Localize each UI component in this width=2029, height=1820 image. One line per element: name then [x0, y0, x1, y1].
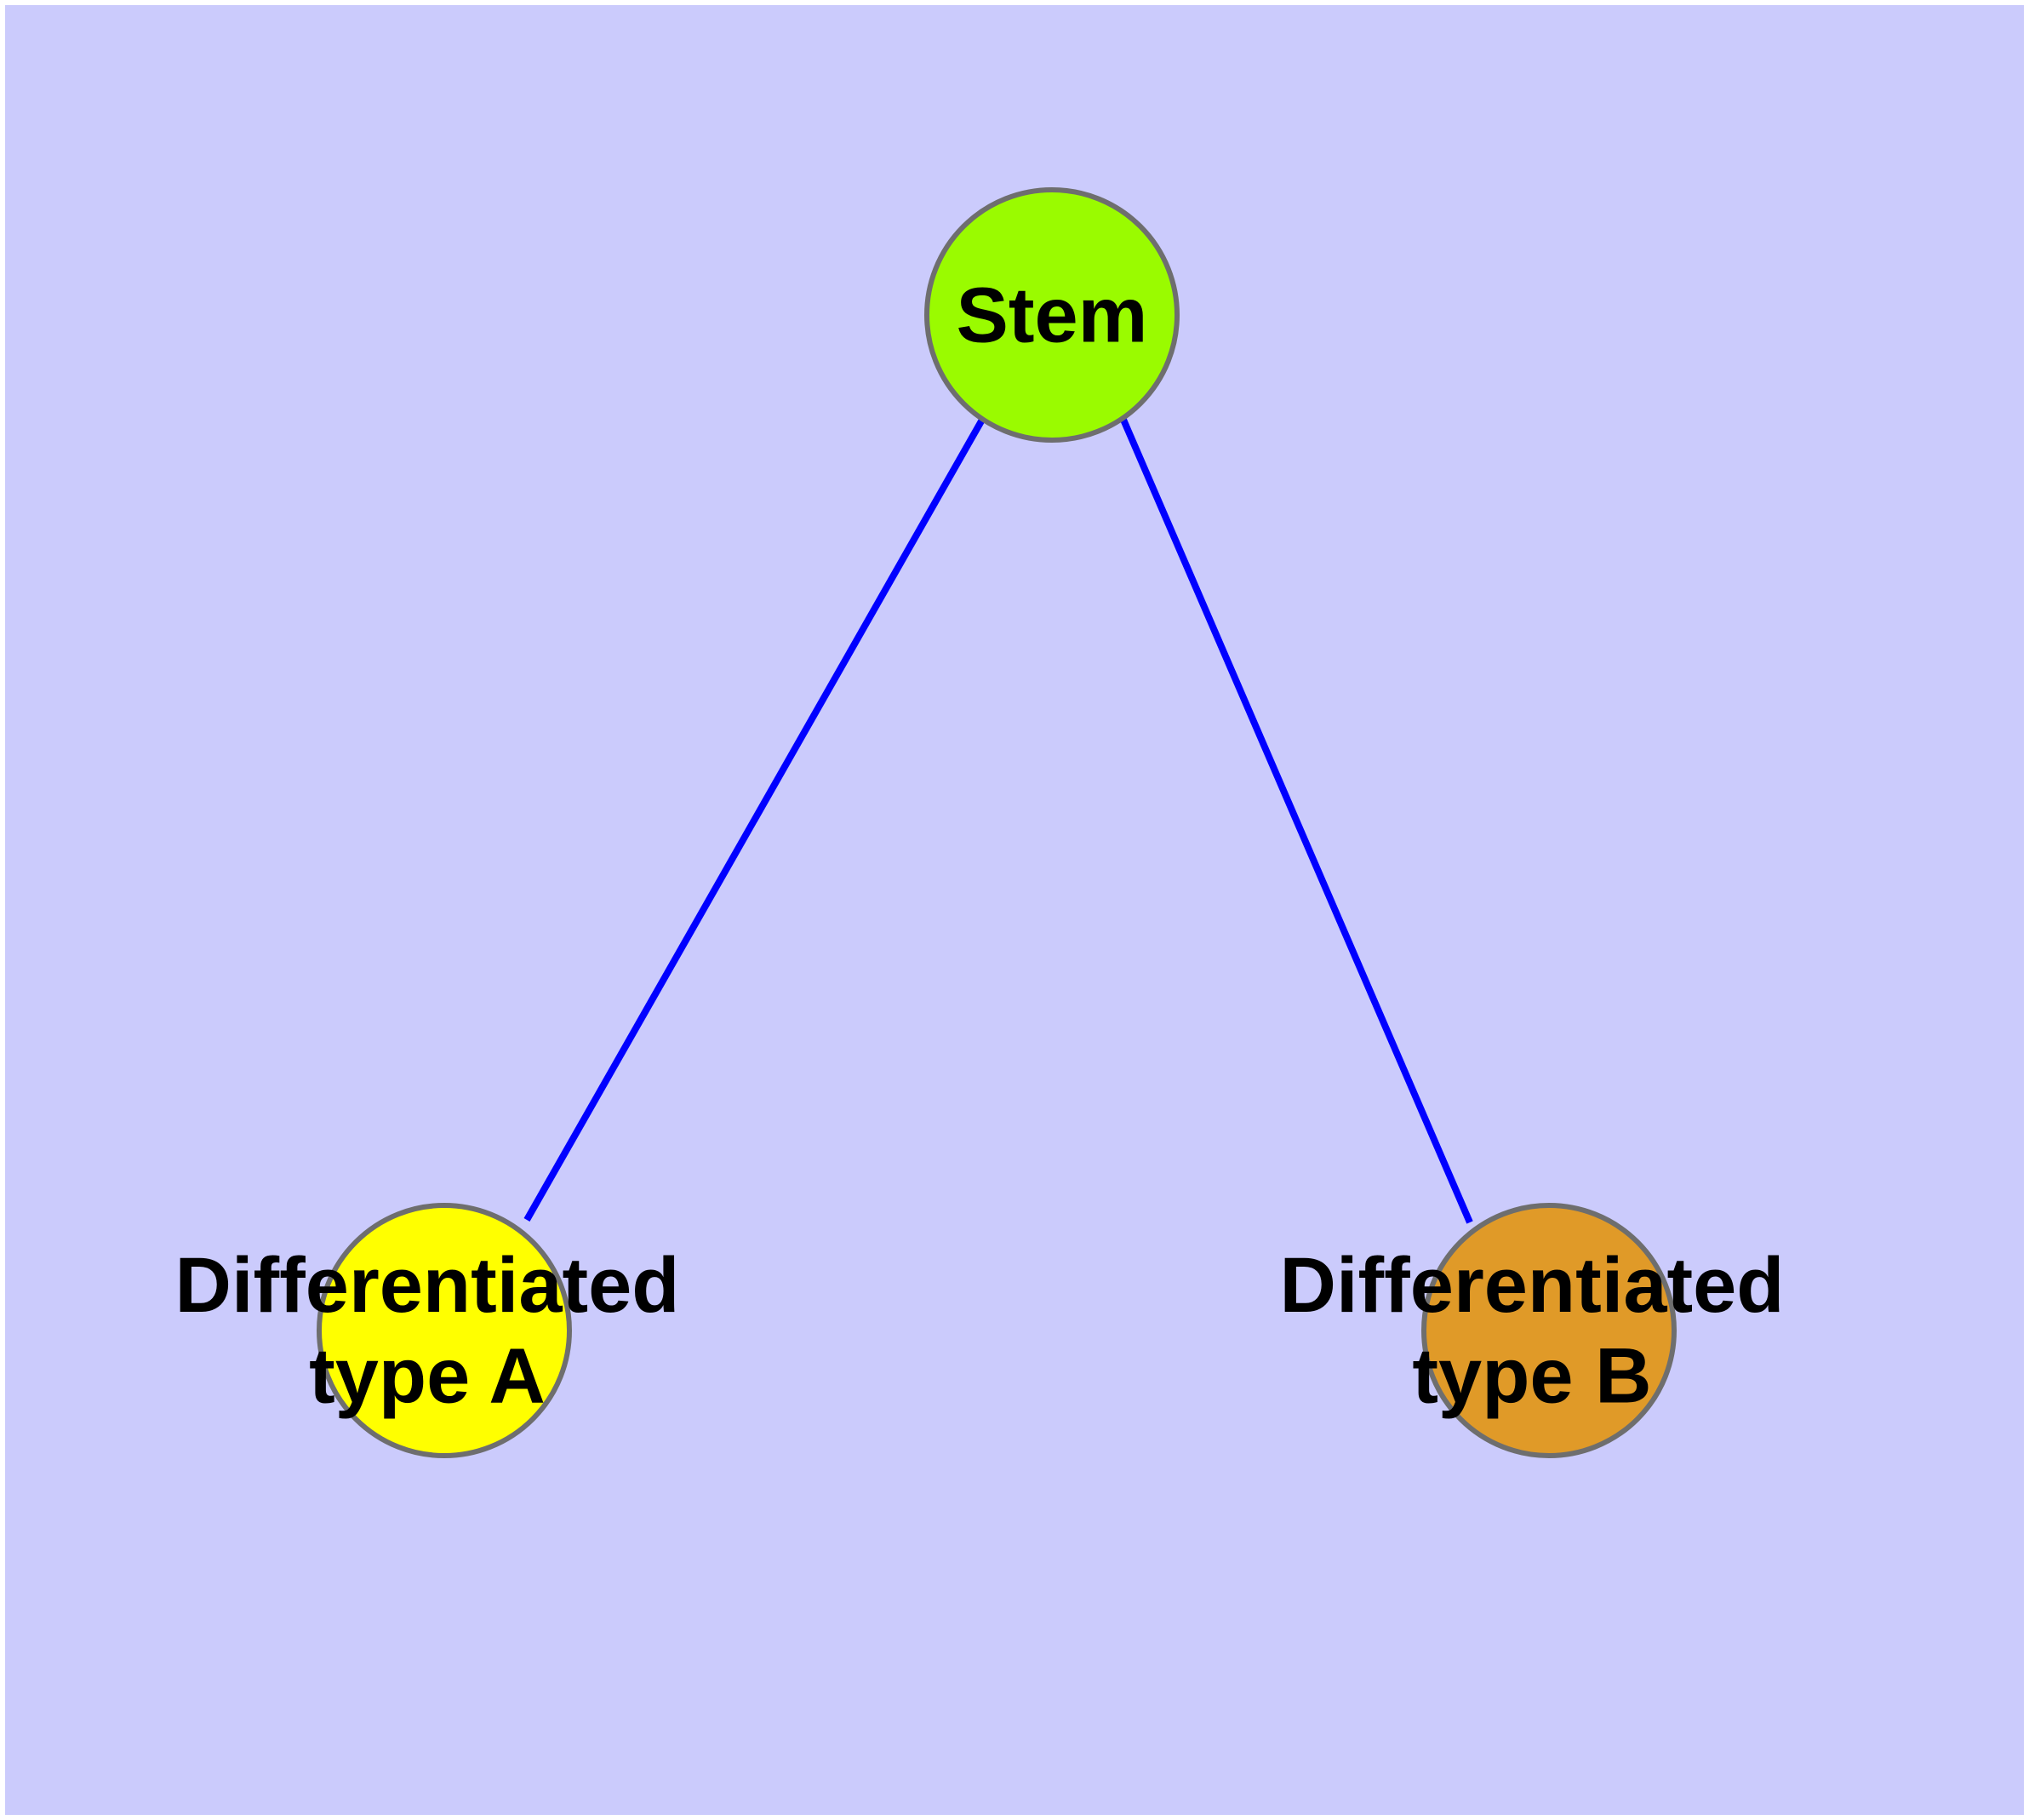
- graph-node-diff_a[interactable]: [317, 1203, 572, 1458]
- graph-edge-stem-to-diff_a[interactable]: [523, 418, 986, 1222]
- label-line: type B: [1412, 1333, 1651, 1420]
- label-line: Stem: [957, 272, 1148, 358]
- label-line: Differentiated: [1280, 1242, 1785, 1329]
- graph-node-stem[interactable]: [924, 187, 1180, 443]
- edges-layer: [523, 418, 1473, 1224]
- graph-edge-stem-to-diff_b[interactable]: [1120, 418, 1473, 1224]
- graph-node-label-stem: Stem: [957, 272, 1148, 358]
- nodes-layer: [317, 187, 1677, 1458]
- label-line: type A: [309, 1333, 546, 1420]
- graph-node-diff_b[interactable]: [1421, 1203, 1677, 1458]
- label-line: Differentiated: [175, 1242, 680, 1329]
